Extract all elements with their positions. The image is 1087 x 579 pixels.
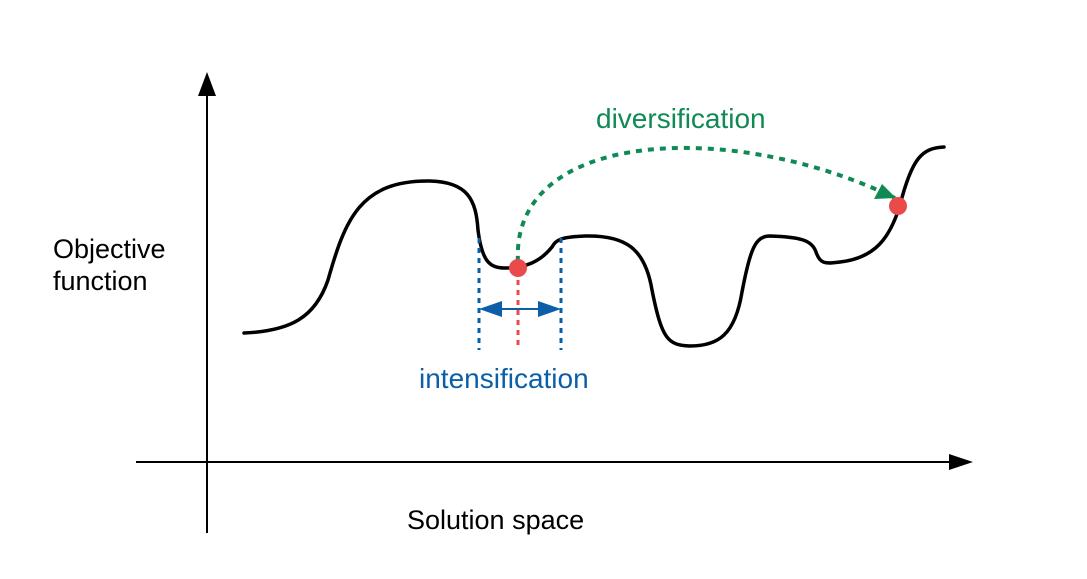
x-axis-arrowhead bbox=[949, 454, 973, 470]
intensification-arrow-left-head bbox=[479, 301, 502, 317]
x-axis-label: Solution space bbox=[407, 505, 584, 535]
diversification-label: diversification bbox=[596, 103, 766, 134]
y-axis-label-line1: Objective bbox=[53, 234, 166, 264]
y-axis-arrowhead bbox=[198, 72, 216, 96]
diversification-arrow bbox=[515, 145, 896, 263]
intensification-arrow-right-head bbox=[538, 301, 561, 317]
intensification-label: intensification bbox=[419, 363, 589, 394]
target-solution-point bbox=[889, 197, 907, 215]
current-solution-point bbox=[509, 259, 527, 277]
objective-curve bbox=[242, 145, 946, 348]
y-axis-label-line2: function bbox=[53, 266, 148, 296]
diversification-arrowhead bbox=[874, 184, 896, 199]
